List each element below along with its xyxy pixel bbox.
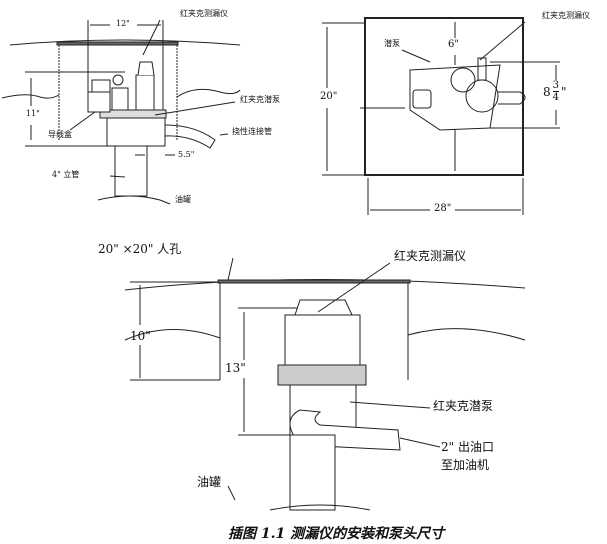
top-view-drawing [322, 17, 560, 215]
install-leak-detector-label: 红夹克测漏仪 [394, 249, 467, 263]
figure-caption: 插图 1.1 测漏仪的安装和泵头尺寸 [228, 526, 445, 542]
install-pump-label: 红夹克潜泵 [433, 399, 494, 413]
depth-dim: 10" [130, 329, 151, 343]
outlet-label-line2: 至加油机 [441, 458, 490, 472]
detector-dim-den: 4 [552, 92, 560, 103]
side-height-dim: 11" [26, 109, 40, 118]
clearance-dim: 6" [448, 39, 459, 50]
junction-box-label: 导线盒 [48, 130, 72, 139]
top-height-dim: 20" [320, 91, 338, 102]
side-view-drawing [1, 19, 241, 205]
manhole-label: 20" ×20" 人孔 [98, 242, 182, 256]
offset-dim: 5.5" [178, 150, 195, 159]
top-width-dim: 28" [434, 203, 452, 214]
pump-height-dim: 13" [225, 361, 246, 375]
detector-dim-whole: 8 [543, 84, 551, 99]
side-tank-label: 油罐 [175, 195, 191, 204]
flex-connector-label: 挠性连接管 [232, 127, 272, 136]
side-width-dim: 12" [116, 19, 130, 28]
side-pump-label: 红夹克潜泵 [240, 95, 280, 104]
riser-label: 4" 立管 [52, 170, 80, 179]
top-leak-detector-label: 红夹克测漏仪 [542, 11, 590, 20]
install-tank-label: 油罐 [197, 475, 222, 489]
installation-view-drawing [124, 257, 526, 511]
detector-dim-num: 3 [552, 80, 560, 92]
top-pump-label: 潜泵 [384, 39, 400, 48]
side-leak-detector-label: 红夹克测漏仪 [180, 9, 228, 18]
outlet-label-line1: 2" 出油口 [441, 440, 494, 454]
detector-dim-unit: " [561, 84, 567, 99]
